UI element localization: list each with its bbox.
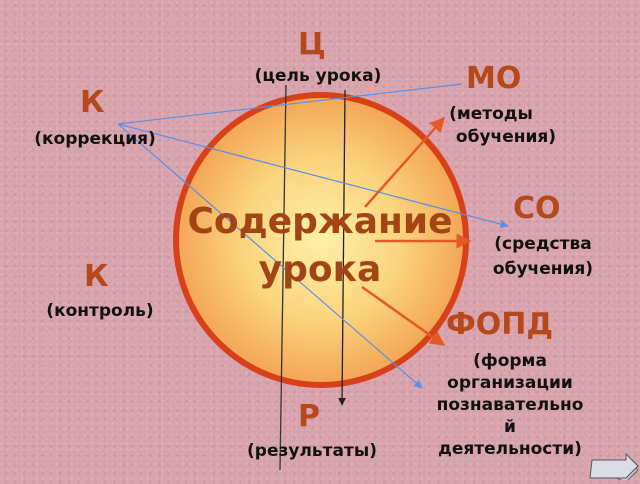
node-kontrol-desc: (контроль) [46, 301, 154, 321]
center-title: Содержание урока [170, 198, 470, 294]
next-slide-icon [589, 452, 639, 483]
node-fopd-abbr: ФОПД [446, 307, 554, 342]
node-rezultaty-desc: (результаты) [247, 441, 377, 461]
node-fopd-desc-line3: познавательно [436, 395, 584, 415]
node-sredstva-desc-line2: обучения) [492, 259, 594, 279]
node-korrektsiya-desc: (коррекция) [34, 129, 156, 149]
node-sredstva-desc-line1: (средства [494, 234, 592, 254]
node-fopd-desc-line2: организации [447, 373, 573, 393]
blue-line-to-so [117, 123, 509, 229]
node-metody-desc-line2: обучения) [455, 127, 557, 147]
node-fopd-desc-line5: деятельности) [438, 439, 582, 459]
node-kontrol-abbr: К [84, 259, 109, 294]
node-sredstva-abbr: СО [513, 191, 561, 226]
vertical-line-left [279, 84, 287, 471]
center-title-line1: Содержание [187, 201, 453, 242]
blue-line-to-fopd [117, 123, 423, 389]
node-metody-abbr: МО [466, 61, 522, 96]
node-metody-desc-line1: (методы [449, 104, 533, 124]
node-tsel-desc: (цель урока) [254, 66, 382, 86]
orange-arrow-to-fopd [361, 285, 446, 347]
node-rezultaty-abbr: Р [298, 399, 320, 434]
node-korrektsiya-abbr: К [80, 85, 105, 120]
node-tsel-abbr: Ц [298, 27, 326, 62]
node-fopd-desc-line4: й [504, 417, 516, 437]
next-slide-button[interactable] [586, 452, 640, 483]
orange-arrow-to-mo [364, 116, 445, 208]
node-fopd-desc-line1: (форма [473, 351, 547, 371]
blue-line-to-mo [117, 83, 463, 125]
vertical-line-right-arrow [338, 89, 346, 406]
center-title-line2: урока [258, 249, 382, 290]
